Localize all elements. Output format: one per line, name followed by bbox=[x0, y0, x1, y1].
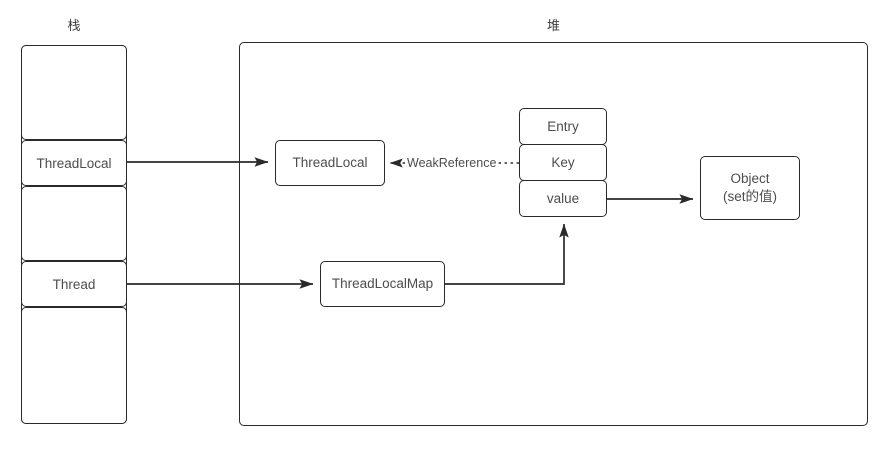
entry-key-label: Key bbox=[551, 155, 575, 170]
node-label: ThreadLocal bbox=[292, 155, 368, 171]
stack-cell-label: ThreadLocal bbox=[36, 155, 112, 171]
stack-cell-threadlocal[interactable]: ThreadLocal bbox=[21, 140, 127, 186]
stack-cell-empty-bottom bbox=[21, 307, 127, 424]
node-threadlocalmap[interactable]: ThreadLocalMap bbox=[320, 261, 445, 307]
stack-region-title: 栈 bbox=[67, 18, 81, 33]
entry-box-value[interactable]: value bbox=[519, 180, 607, 217]
node-label: Object (set的值) bbox=[723, 171, 777, 204]
stack-cell-empty-top bbox=[21, 45, 127, 140]
stack-cell-label: Thread bbox=[52, 276, 96, 292]
entry-value-label: value bbox=[546, 191, 580, 206]
entry-box-key[interactable]: Key bbox=[519, 144, 607, 181]
stack-cell-thread[interactable]: Thread bbox=[21, 261, 127, 307]
node-object[interactable]: Object (set的值) bbox=[700, 156, 800, 220]
node-label: ThreadLocalMap bbox=[331, 276, 434, 292]
entry-box-header[interactable]: Entry bbox=[519, 108, 607, 145]
stack-cell-empty-middle bbox=[21, 186, 127, 261]
heap-container bbox=[239, 42, 868, 426]
edge-label-weakreference: WeakReference bbox=[406, 156, 498, 170]
entry-header-label: Entry bbox=[547, 119, 579, 134]
node-threadlocal[interactable]: ThreadLocal bbox=[275, 140, 385, 186]
heap-region-title: 堆 bbox=[546, 18, 560, 33]
